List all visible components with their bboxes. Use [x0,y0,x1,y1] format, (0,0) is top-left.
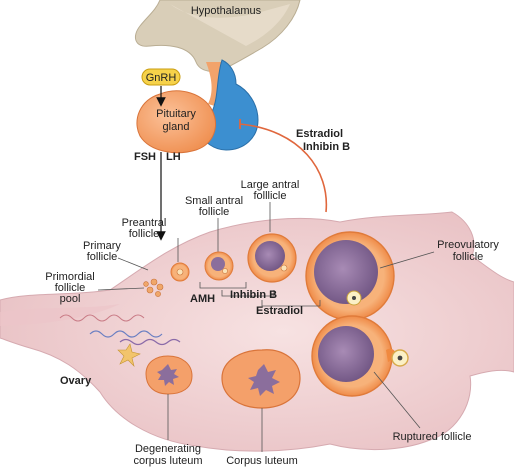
ruptured-antrum [318,326,374,382]
large-antral-label-line1: Large antral [241,179,300,191]
fsh-label: FSH [134,151,156,163]
hypothalamus-highlight [170,4,290,46]
small-antral-label-line2: follicle [199,206,230,218]
primordial-follicle-pool [143,278,164,297]
preovulatory-leader [379,251,435,269]
ovary-ligament [0,304,120,326]
inhibin-bracket [221,290,275,297]
gnrh-label: GnRH [146,72,177,84]
lh-label: LH [166,151,181,163]
preovulatory-antrum [314,240,378,304]
feedback-arrow [239,123,328,213]
amh-label: AMH [190,293,215,305]
inhibin-feedback-label: Inhibin B [303,141,350,153]
hypothalamus-label: Hypothalamus [191,5,262,17]
estradiol-ovary-label: Estradiol [256,305,303,317]
primordial-leader [97,287,145,291]
preantral-label-line1: Preantral [122,217,167,229]
estradiol-bracket [261,300,321,307]
primary-label-line1: Primary [83,240,121,252]
primary-label-line2: follicle [87,251,118,263]
corpus-luteum-label: Corpus luteum [226,455,298,467]
ovary-label: Ovary [60,375,92,387]
preovulatory-nucleus [352,296,356,300]
degenerating-label-line1: Degenerating [135,443,201,455]
preovulatory-label-line1: Preovulatory [437,239,499,251]
estradiol-feedback-label: Estradiol [296,128,343,140]
primordial-label-line3: pool [60,293,81,305]
inhibin-ovary-label: Inhibin B [230,289,277,301]
vessel-blue [89,330,163,338]
degenerating-label-line2: corpus luteum [133,455,202,467]
preantral-oocyte [212,261,224,273]
degenerating-core [157,364,179,386]
primordial-label-line2: follicle [55,282,86,294]
vessel-purple [119,338,181,346]
pituitary-label-line2: gland [163,121,190,133]
ruptured-follicle-label: Ruptured follicle [393,431,472,443]
small-antral-label-line1: Small antral [185,195,243,207]
primordial-label-line1: Primordial [45,271,95,283]
primary-leader [117,257,149,271]
large-antral-oocyte [280,264,288,272]
preovulatory-label-line2: follicle [453,251,484,263]
ruptured-leader [373,371,421,429]
corpus-luteum-core [248,364,280,396]
primary-oocyte [176,268,184,276]
gnrh-badge [141,68,181,86]
released-oocyte-nucleus [397,355,403,361]
vessel-pink [59,314,145,322]
corpus-albicans [117,343,141,367]
pituitary-label-line1: Pituitary [156,108,196,120]
large-antral-label-line2: folllicle [253,190,286,202]
preantral-label-line2: follicle [129,228,160,240]
large-antral-antrum [255,241,285,271]
amh-bracket [199,282,247,289]
